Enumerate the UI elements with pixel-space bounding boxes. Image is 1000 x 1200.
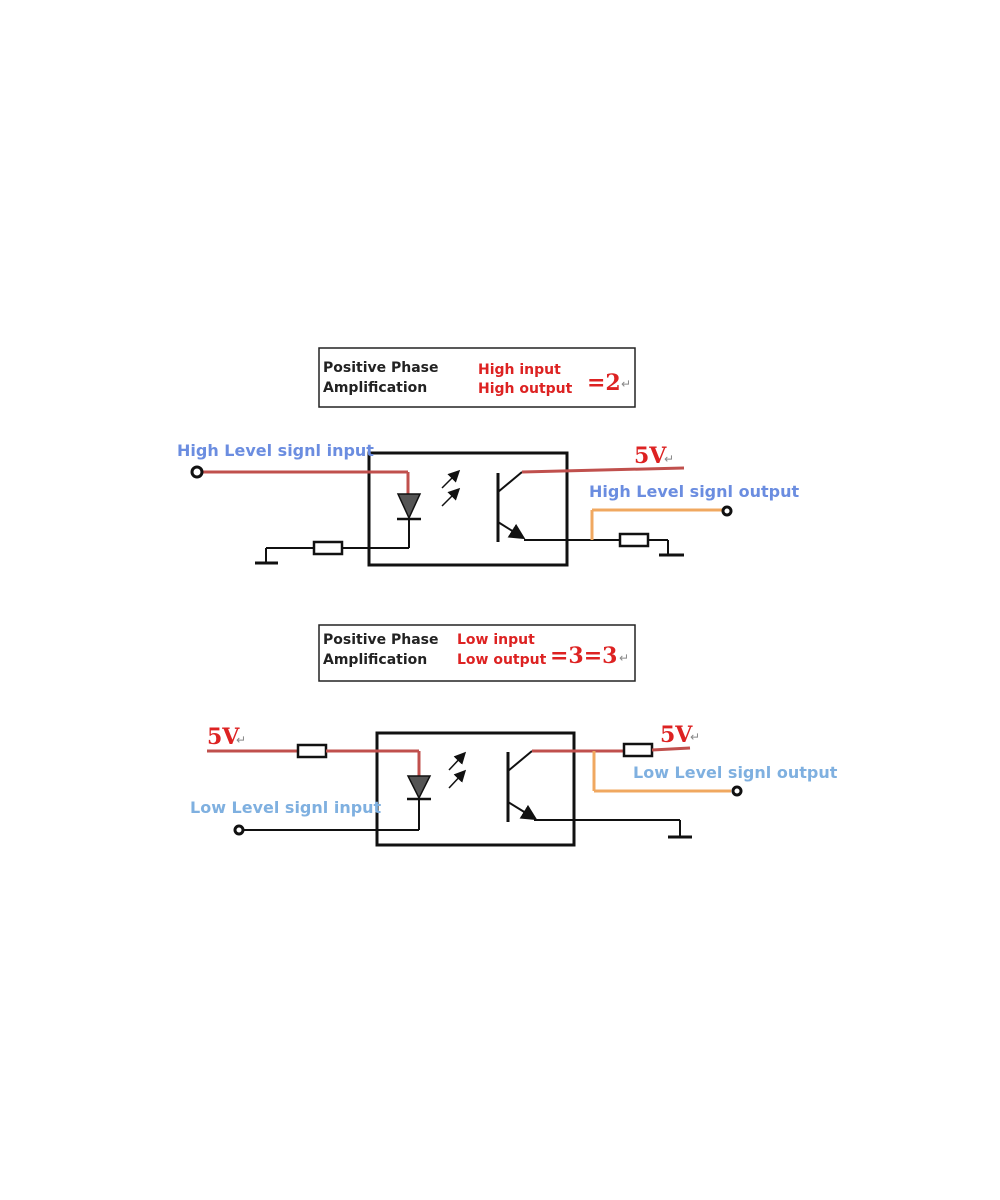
input-label-2: Low Level signl input — [190, 798, 382, 817]
vcc-wire-1 — [521, 466, 685, 474]
resistor-icon — [296, 743, 328, 759]
box2-cond1: Low input — [457, 632, 535, 648]
box2-suffix: =3=3 — [550, 643, 617, 669]
output-label-1: High Level signl output — [589, 482, 799, 501]
return-mark: ↵ — [664, 452, 674, 466]
diagram-1: Positive Phase Amplification High input … — [177, 347, 799, 567]
return-mark: ↵ — [621, 377, 631, 391]
resistor-icon — [618, 532, 650, 548]
light-arrow-icon — [448, 769, 467, 789]
box2-cond2: Low output — [457, 652, 547, 668]
input-label-1: High Level signl input — [177, 441, 374, 460]
box2-line2: Amplification — [323, 652, 427, 668]
optocoupler-body-2 — [375, 731, 576, 847]
output-terminal-1 — [721, 505, 733, 517]
transistor-icon — [506, 750, 538, 822]
diagram-2: Positive Phase Amplification Low input L… — [190, 624, 838, 847]
box2-line1: Positive Phase — [323, 632, 439, 648]
return-mark: ↵ — [690, 730, 700, 744]
voltage-label-left: 5V — [207, 724, 240, 750]
voltage-label-1: 5V — [634, 443, 667, 469]
resistor-icon — [622, 742, 654, 758]
led-icon — [406, 775, 432, 801]
info-box-2: Positive Phase Amplification Low input L… — [318, 624, 636, 682]
box1-line1: Positive Phase — [323, 360, 439, 376]
light-arrow-icon — [441, 487, 461, 507]
led-icon — [396, 493, 422, 521]
box1-suffix: =2 — [587, 370, 621, 396]
input-terminal-2 — [233, 824, 245, 836]
transistor-icon — [496, 471, 526, 542]
light-arrow-icon — [448, 751, 467, 771]
info-box-1: Positive Phase Amplification High input … — [318, 347, 636, 408]
return-mark: ↵ — [236, 733, 246, 747]
box1-line2: Amplification — [323, 380, 427, 396]
light-arrow-icon — [441, 469, 461, 489]
optocoupler-body-1 — [367, 451, 569, 567]
output-label-2: Low Level signl output — [633, 763, 838, 782]
resistor-icon — [312, 540, 344, 556]
return-mark: ↵ — [619, 651, 629, 665]
box1-cond2: High output — [478, 381, 573, 397]
box1-cond1: High input — [478, 362, 561, 378]
output-terminal-2 — [731, 785, 743, 797]
input-terminal-1 — [190, 465, 204, 479]
voltage-label-right: 5V — [660, 722, 693, 748]
